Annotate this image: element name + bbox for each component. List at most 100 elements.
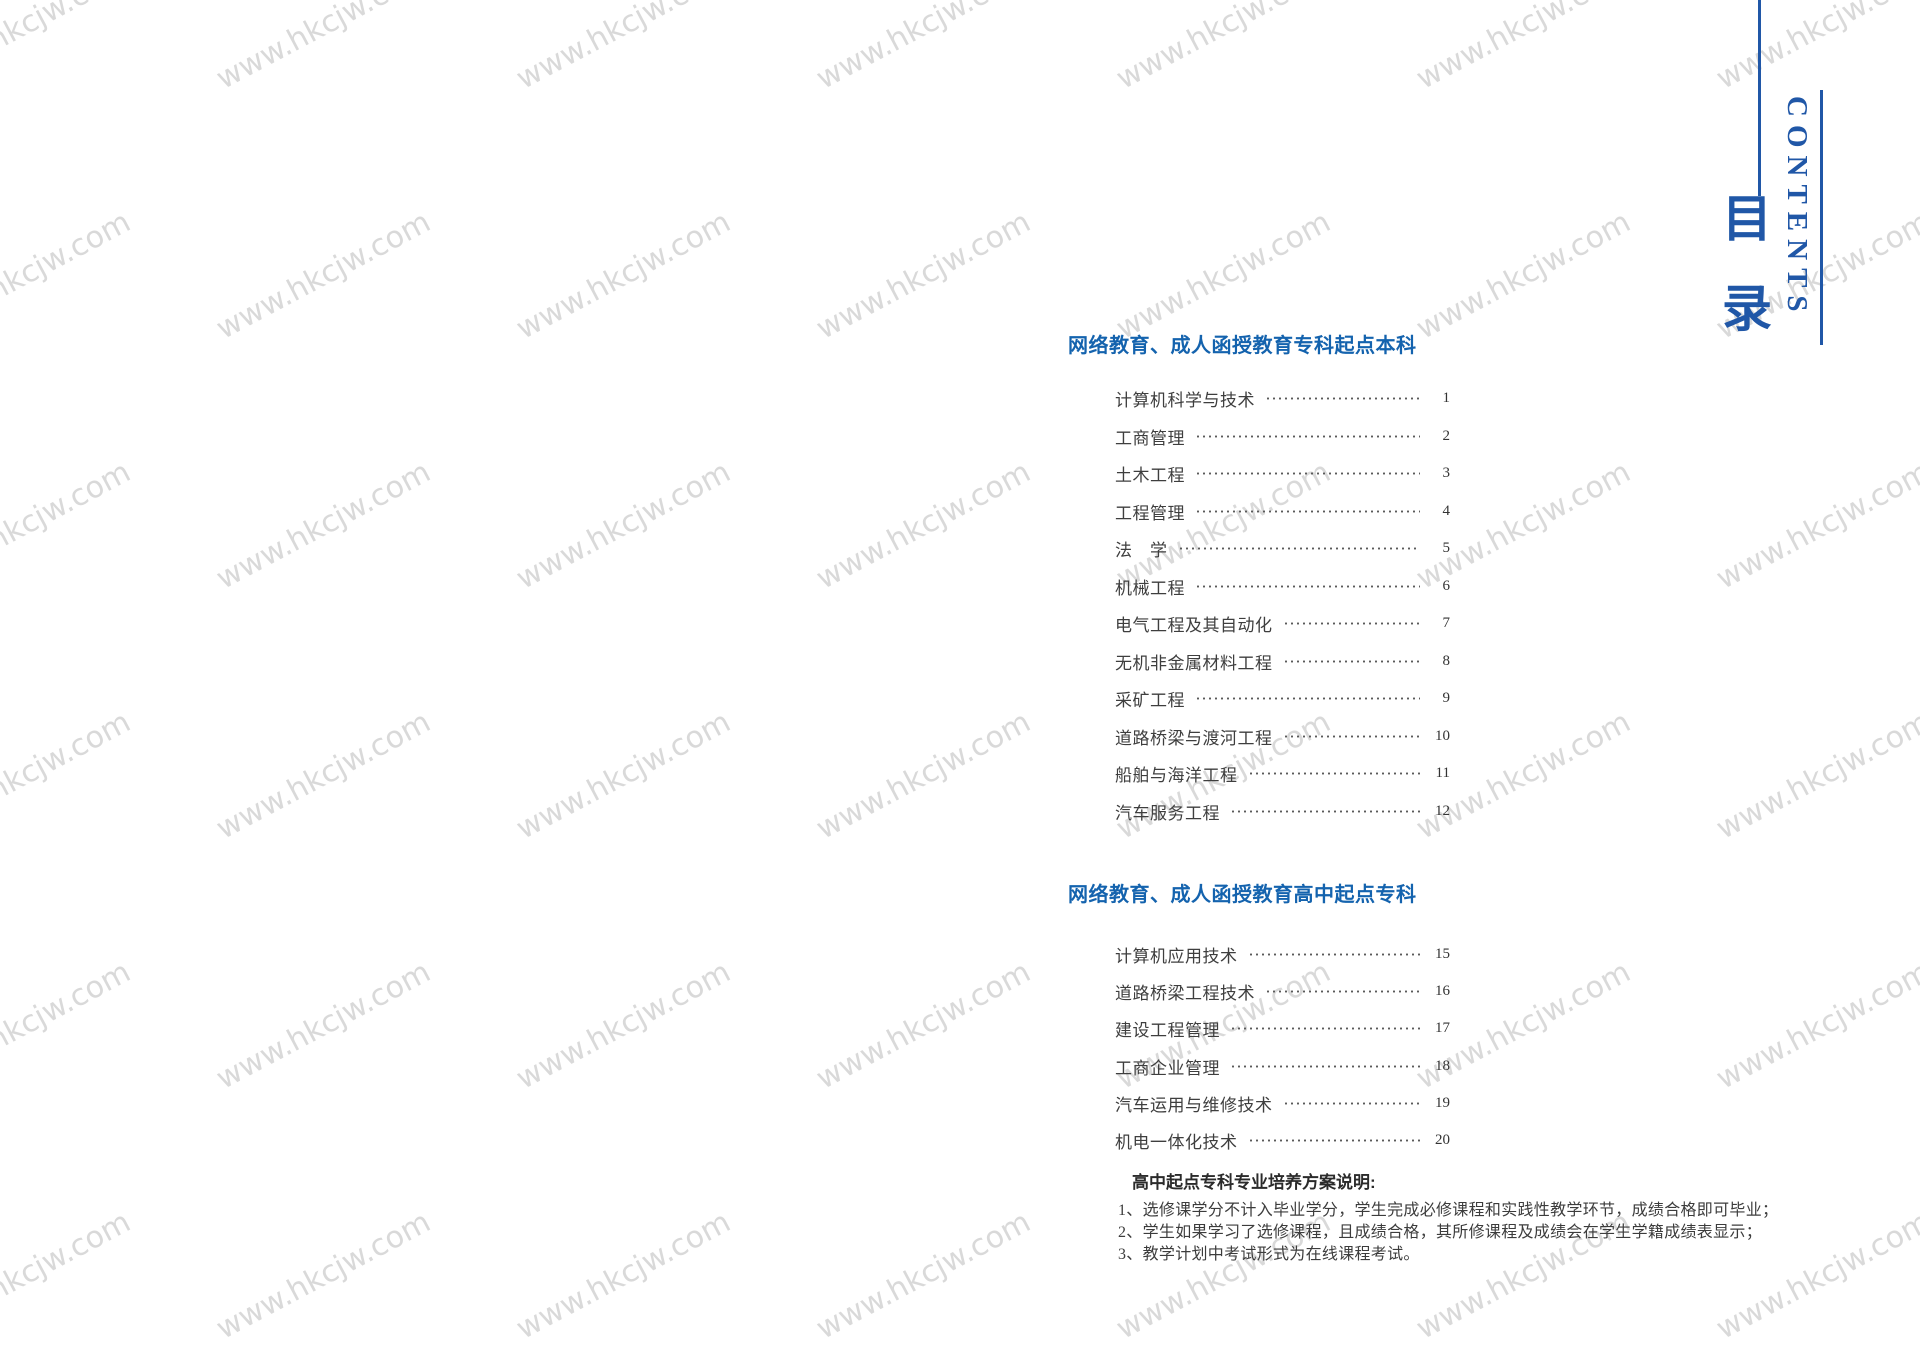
section-heading-zhuanke: 网络教育、成人函授教育高中起点专科 xyxy=(1068,884,1417,906)
toc-item-label: 道路桥梁工程技术 xyxy=(1115,984,1255,1004)
toc-item-page-number: 11 xyxy=(1435,765,1450,782)
toc-item-page-number: 6 xyxy=(1442,577,1451,594)
watermark-text: www.hkcjw.com xyxy=(210,1204,437,1347)
watermark-text: www.hkcjw.com xyxy=(0,204,137,347)
watermark-text: www.hkcjw.com xyxy=(510,704,737,847)
toc-item-page-number: 10 xyxy=(1435,727,1450,744)
toc-item: 法 学 5 xyxy=(1115,530,1450,568)
toc-item-label: 汽车运用与维修技术 xyxy=(1115,1095,1273,1115)
toc-item: 土木工程 3 xyxy=(1115,455,1450,493)
watermark-text: www.hkcjw.com xyxy=(510,454,737,597)
watermark-text: www.hkcjw.com xyxy=(1110,204,1337,347)
watermark-text: www.hkcjw.com xyxy=(0,1204,137,1347)
watermark-text: www.hkcjw.com xyxy=(1710,0,1920,97)
notes-lines: 1、选修课学分不计入毕业学分，学生完成必修课程和实践性教学环节，成绩合格即可毕业… xyxy=(1118,1200,1798,1265)
toc-item: 无机非金属材料工程 8 xyxy=(1115,643,1450,681)
notes-line: 2、学生如果学习了选修课程，且成绩合格，其所修课程及成绩会在学生学籍成绩表显示； xyxy=(1118,1223,1763,1241)
toc-item-page-number: 20 xyxy=(1435,1132,1450,1149)
contents-title-cn-char-2: 录 xyxy=(1722,281,1772,337)
toc-item-page-number: 18 xyxy=(1435,1057,1450,1074)
dot-leader xyxy=(1230,809,1420,813)
dot-leader xyxy=(1247,953,1420,957)
toc-item-label: 工商管理 xyxy=(1115,428,1185,448)
dot-leader xyxy=(1195,697,1420,701)
watermark-text: www.hkcjw.com xyxy=(210,0,437,97)
notes-line: 1、选修课学分不计入毕业学分，学生完成必修课程和实践性教学环节，成绩合格即可毕业… xyxy=(1118,1202,1779,1219)
toc-item: 船舶与海洋工程 11 xyxy=(1115,755,1450,793)
toc-item: 汽车服务工程 12 xyxy=(1115,793,1450,831)
contents-title-en: CONTENTS xyxy=(1781,96,1813,320)
toc-item: 道路桥梁与渡河工程 10 xyxy=(1115,718,1450,756)
notes-block: 高中起点专科专业培养方案说明: 1、选修课学分不计入毕业学分，学生完成必修课程和… xyxy=(1118,1168,1798,1265)
watermark-text: www.hkcjw.com xyxy=(0,0,137,97)
watermark-text: www.hkcjw.com xyxy=(210,204,437,347)
toc-item-page-number: 19 xyxy=(1435,1094,1450,1111)
dot-leader xyxy=(1265,990,1420,994)
toc-item-page-number: 7 xyxy=(1442,615,1451,632)
notes-heading: 高中起点专科专业培养方案说明: xyxy=(1132,1173,1376,1192)
watermark-text: www.hkcjw.com xyxy=(510,0,737,97)
dot-leader xyxy=(1195,472,1420,476)
dot-leader xyxy=(1282,659,1420,663)
toc-item-label: 汽车服务工程 xyxy=(1115,803,1220,823)
toc-item-label: 建设工程管理 xyxy=(1115,1021,1220,1041)
watermark-text: www.hkcjw.com xyxy=(210,954,437,1097)
toc-item-page-number: 8 xyxy=(1442,652,1451,669)
toc-item: 道路桥梁工程技术 16 xyxy=(1115,973,1450,1010)
notes-line: 3、教学计划中考试形式为在线课程考试。 xyxy=(1118,1245,1420,1263)
watermark-text: www.hkcjw.com xyxy=(510,954,737,1097)
toc-item: 汽车运用与维修技术 19 xyxy=(1115,1085,1450,1122)
watermark-text: www.hkcjw.com xyxy=(0,954,137,1097)
toc-item-label: 法 学 xyxy=(1115,541,1168,561)
toc-item-page-number: 3 xyxy=(1442,465,1451,482)
watermark-text: www.hkcjw.com xyxy=(810,704,1037,847)
dot-leader xyxy=(1282,622,1420,626)
toc-item-page-number: 16 xyxy=(1435,983,1450,1000)
vertical-rule-right xyxy=(1820,90,1823,345)
watermark-text: www.hkcjw.com xyxy=(510,1204,737,1347)
watermark-text: www.hkcjw.com xyxy=(810,454,1037,597)
dot-leader xyxy=(1230,1027,1420,1031)
toc-item-label: 工程管理 xyxy=(1115,503,1185,523)
toc-item-label: 计算机科学与技术 xyxy=(1115,391,1255,411)
watermark-text: www.hkcjw.com xyxy=(0,454,137,597)
toc-item-label: 计算机应用技术 xyxy=(1115,947,1238,967)
toc-item-label: 电气工程及其自动化 xyxy=(1115,616,1273,636)
dot-leader xyxy=(1195,584,1420,588)
watermark-text: www.hkcjw.com xyxy=(210,454,437,597)
toc-item-page-number: 9 xyxy=(1442,690,1451,707)
toc-item-page-number: 12 xyxy=(1435,802,1450,819)
watermark-text: www.hkcjw.com xyxy=(810,954,1037,1097)
dot-leader xyxy=(1230,1064,1420,1068)
toc-item-label: 船舶与海洋工程 xyxy=(1115,766,1238,786)
toc-item-page-number: 1 xyxy=(1442,390,1451,407)
watermark-text: www.hkcjw.com xyxy=(1410,0,1637,97)
watermark-text: www.hkcjw.com xyxy=(210,704,437,847)
contents-title-cn-char-1: 目 xyxy=(1722,191,1772,247)
watermark-text: www.hkcjw.com xyxy=(1710,704,1920,847)
dot-leader xyxy=(1247,772,1420,776)
watermark-text: www.hkcjw.com xyxy=(1110,0,1337,97)
dot-leader xyxy=(1195,434,1420,438)
toc-item-label: 土木工程 xyxy=(1115,466,1185,486)
watermark-text: www.hkcjw.com xyxy=(810,204,1037,347)
toc-item-page-number: 5 xyxy=(1442,540,1451,557)
toc-item: 电气工程及其自动化 7 xyxy=(1115,605,1450,643)
dot-leader xyxy=(1282,734,1420,738)
watermark-text: www.hkcjw.com xyxy=(1410,204,1637,347)
toc-item-label: 无机非金属材料工程 xyxy=(1115,653,1273,673)
toc-item: 机电一体化技术 20 xyxy=(1115,1122,1450,1159)
toc-item-page-number: 17 xyxy=(1435,1020,1450,1037)
watermark-text: www.hkcjw.com xyxy=(810,0,1037,97)
watermark-text: www.hkcjw.com xyxy=(510,204,737,347)
toc-item-label: 机电一体化技术 xyxy=(1115,1133,1238,1153)
toc-item-label: 道路桥梁与渡河工程 xyxy=(1115,728,1273,748)
dot-leader xyxy=(1247,1139,1420,1143)
